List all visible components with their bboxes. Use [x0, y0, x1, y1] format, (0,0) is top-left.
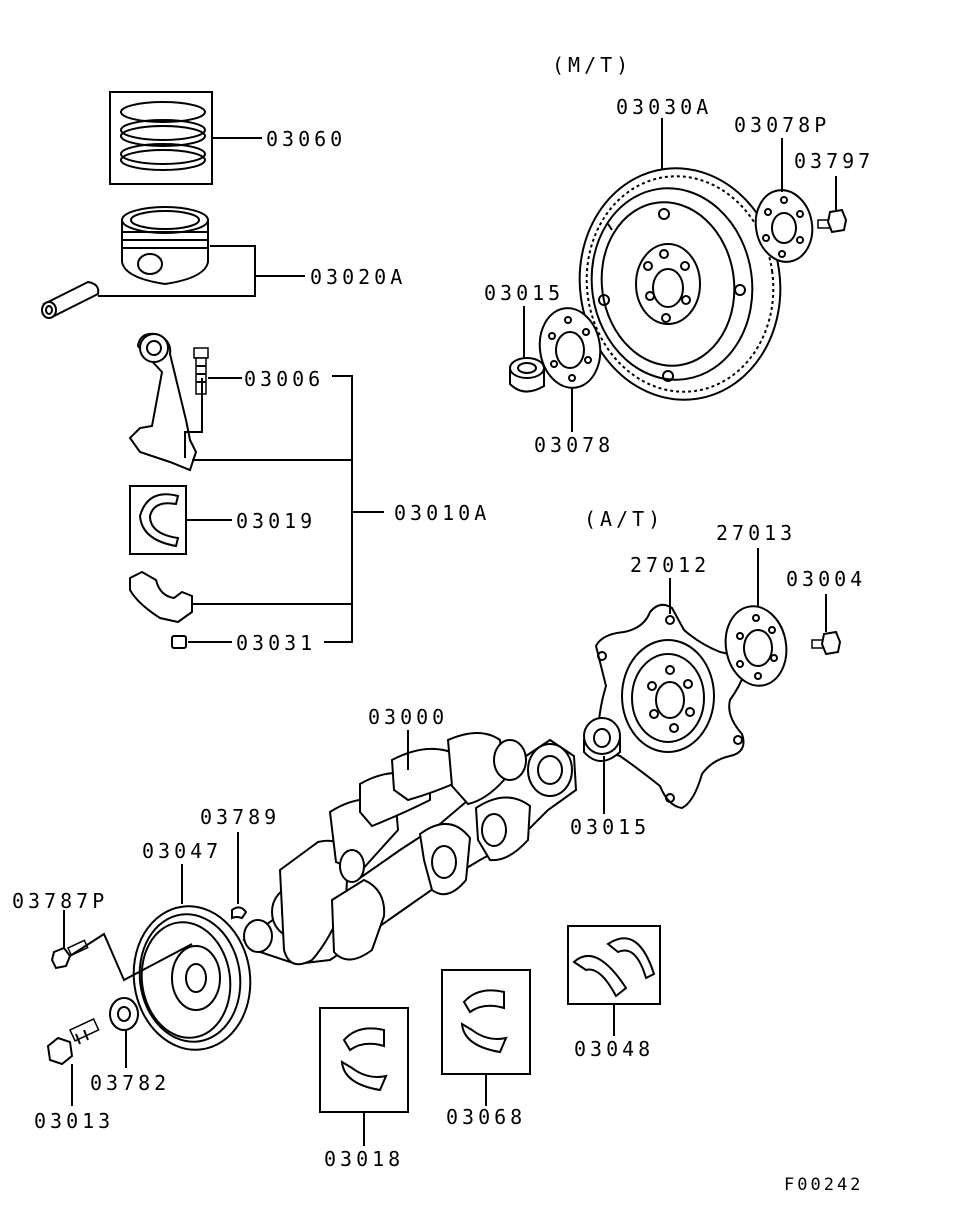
- leader-lines-at: [603, 548, 827, 814]
- part-number-03031[interactable]: 03031: [236, 631, 317, 655]
- pulley-bolt-small-part: [50, 939, 89, 970]
- automatic-transmission-section-label: (A/T): [584, 507, 665, 531]
- woodruff-key-part: [231, 906, 248, 920]
- part-number-03004[interactable]: 03004: [786, 567, 867, 591]
- rod-bearing-part: [129, 485, 187, 555]
- flywheel-plate-part: [754, 189, 814, 263]
- part-number-03797[interactable]: 03797: [794, 149, 875, 173]
- rod-nut-part: [171, 635, 187, 649]
- drive-plate-bolt-part: [811, 630, 842, 656]
- part-number-03015-at[interactable]: 03015: [570, 815, 651, 839]
- piston-rings-part: [109, 91, 213, 185]
- crankshaft-part: [242, 732, 578, 966]
- part-number-03078[interactable]: 03078: [534, 433, 615, 457]
- part-number-27012[interactable]: 27012: [630, 553, 711, 577]
- figure-code: F00242: [784, 1175, 864, 1195]
- leader-lines-left: [98, 137, 384, 643]
- part-number-03010A[interactable]: 03010A: [394, 501, 491, 525]
- part-number-27013[interactable]: 27013: [716, 521, 797, 545]
- main-bearing-03018-part: [319, 1007, 409, 1113]
- part-number-03047[interactable]: 03047: [142, 839, 223, 863]
- piston-pin-part: [41, 280, 100, 319]
- drive-plate-part: [594, 603, 746, 810]
- drive-plate-shim-part: [724, 605, 788, 687]
- part-number-03782[interactable]: 03782: [90, 1071, 171, 1095]
- leader-lines-bearings: [363, 1004, 615, 1146]
- part-number-03787P[interactable]: 03787P: [12, 889, 109, 913]
- part-number-03060[interactable]: 03060: [266, 127, 347, 151]
- rod-cap-part: [129, 570, 193, 624]
- rod-bolt-part: [193, 347, 209, 395]
- part-number-03000[interactable]: 03000: [368, 705, 449, 729]
- piston-part: [121, 206, 209, 286]
- pilot-bushing-mt-part: [509, 357, 545, 393]
- part-number-03019[interactable]: 03019: [236, 509, 317, 533]
- part-number-03078P[interactable]: 03078P: [734, 113, 831, 137]
- crank-bolt-part: [46, 1018, 100, 1066]
- part-number-03015-mt[interactable]: 03015: [484, 281, 565, 305]
- part-number-03068[interactable]: 03068: [446, 1105, 527, 1129]
- part-number-03048[interactable]: 03048: [574, 1037, 655, 1061]
- pulley-washer-part: [109, 997, 139, 1031]
- main-bearing-03068-part: [441, 969, 531, 1075]
- manual-transmission-section-label: (M/T): [552, 53, 633, 77]
- flywheel-part: [578, 167, 782, 401]
- adapter-plate-part: [538, 307, 602, 389]
- damper-pulley-part: [132, 905, 252, 1051]
- pilot-bushing-at-part: [583, 717, 621, 762]
- flywheel-bolt-part: [817, 208, 848, 234]
- leader-lines-crank: [63, 730, 409, 1106]
- part-number-03006[interactable]: 03006: [244, 367, 325, 391]
- thrust-washer-part: [567, 925, 661, 1005]
- part-number-03013[interactable]: 03013: [34, 1109, 115, 1133]
- connecting-rod-part: [128, 332, 198, 472]
- part-number-03020A[interactable]: 03020A: [310, 265, 407, 289]
- part-number-03789[interactable]: 03789: [200, 805, 281, 829]
- part-number-03018[interactable]: 03018: [324, 1147, 405, 1171]
- part-number-03030A[interactable]: 03030A: [616, 95, 713, 119]
- leader-lines-mt: [523, 118, 837, 432]
